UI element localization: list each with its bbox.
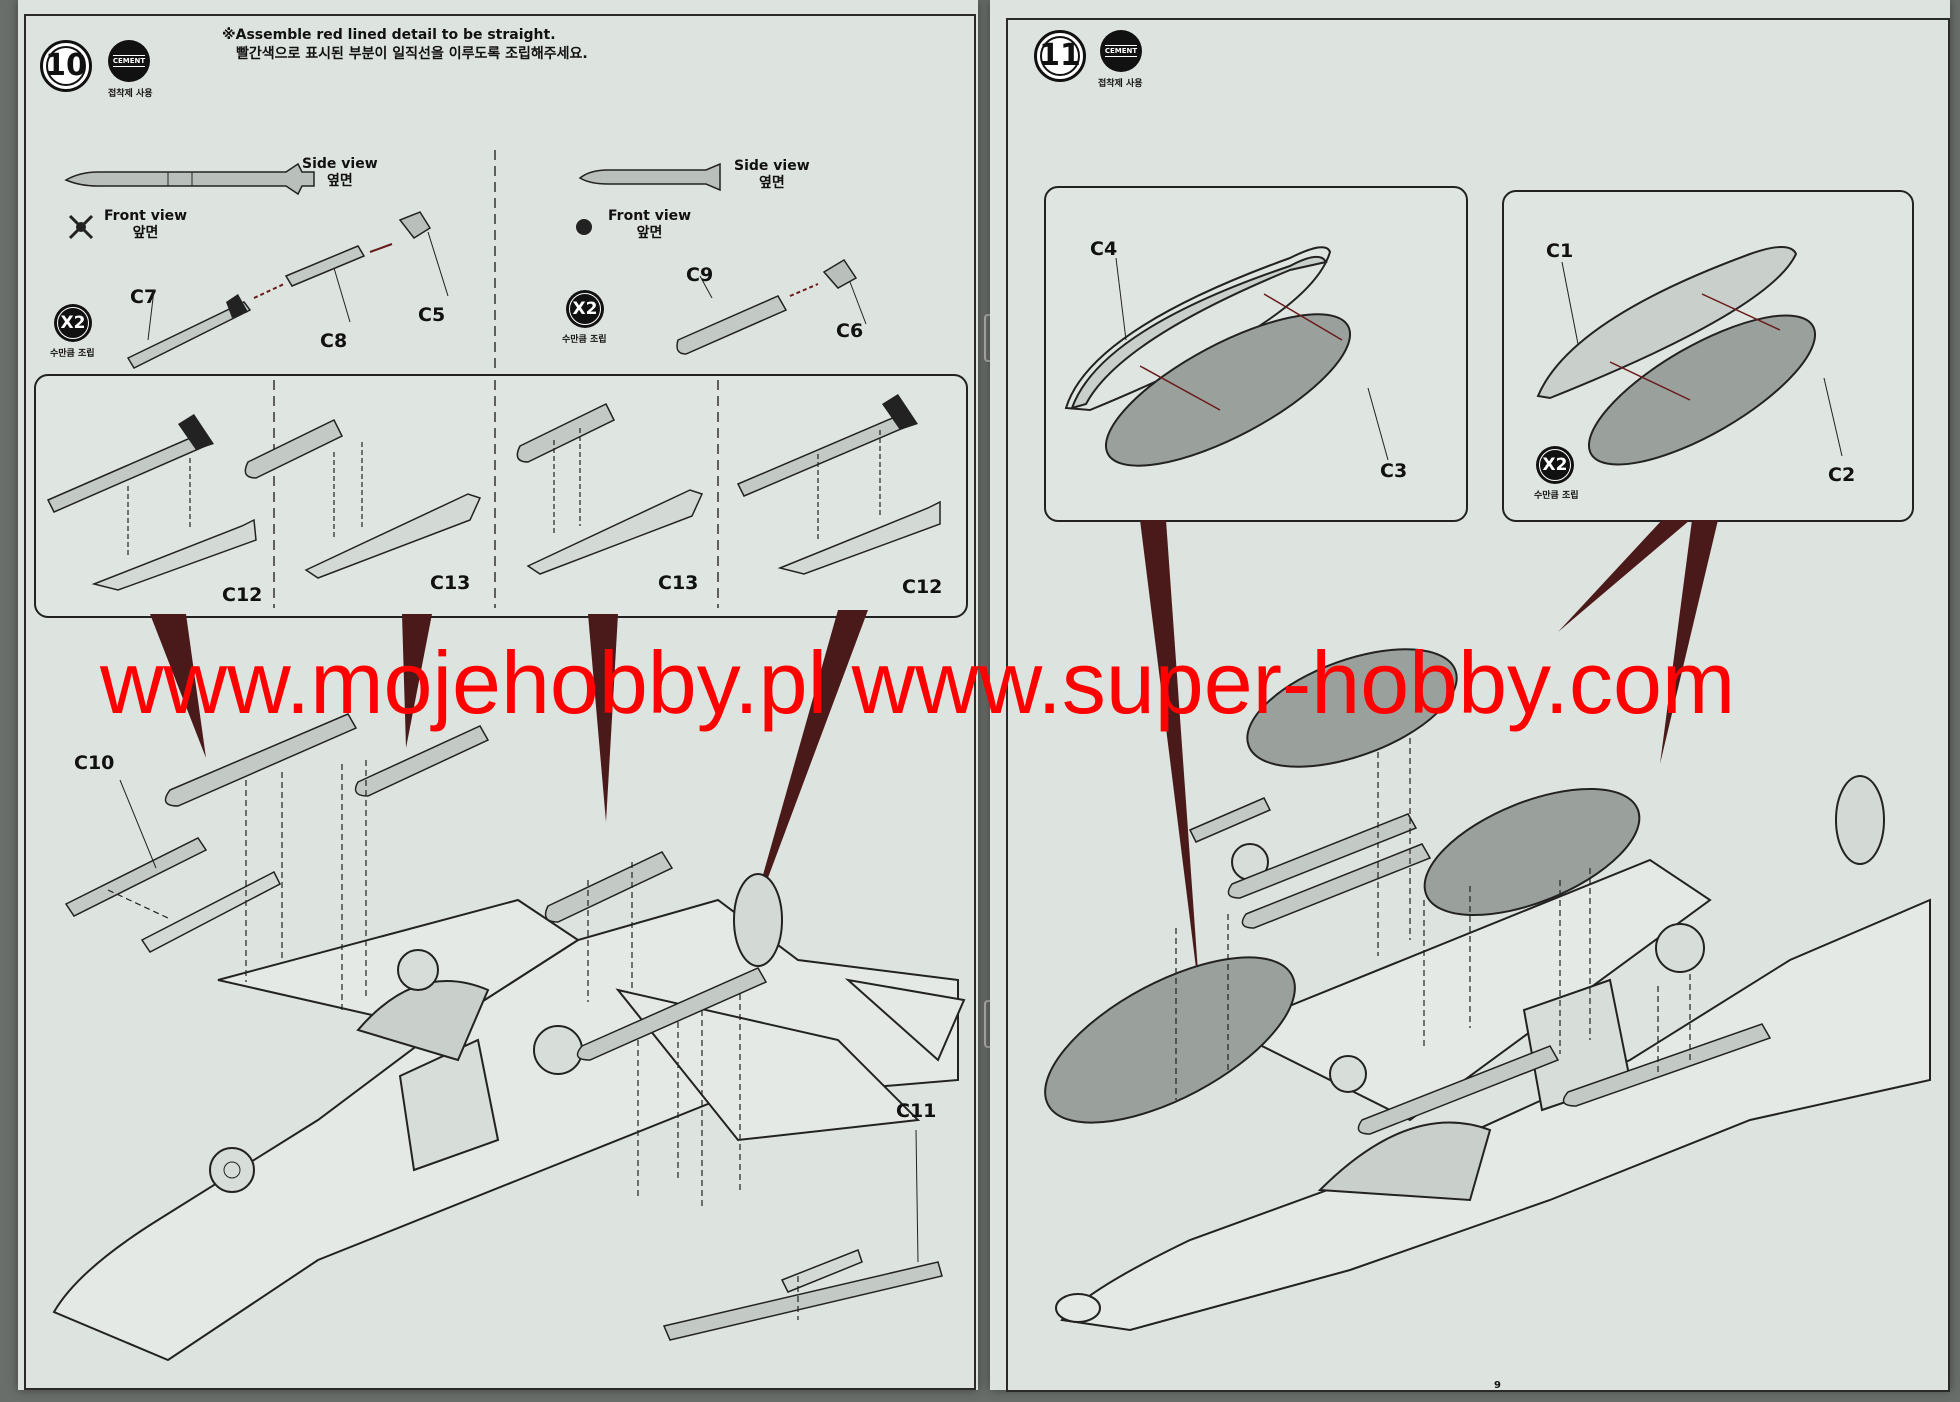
cement-icon: CEMENT [108, 40, 150, 82]
left-page-frame [24, 14, 976, 1390]
part-label-c2: C2 [1828, 464, 1856, 486]
x2-badge-right: X2 [1536, 446, 1574, 484]
assembly-note: ※Assemble red lined detail to be straigh… [222, 26, 588, 64]
assembly-note-en: ※Assemble red lined detail to be straigh… [222, 27, 556, 43]
aircraft-drawing-right [1044, 520, 1931, 1332]
top-diagram [64, 150, 867, 370]
assembly-note-ko: 빨간색으로 표시된 부분이 일직선을 이루도록 조립해주세요. [236, 46, 588, 62]
cement-label: 접착제 사용 [108, 89, 153, 99]
x2-label-right: 수만큼 조립 [1534, 491, 1579, 501]
part-label-c1: C1 [1546, 240, 1574, 262]
cement-icon-right: CEMENT [1100, 30, 1142, 72]
part-label-c13-a: C13 [430, 572, 471, 594]
x2-badge-1: X2 [54, 304, 92, 342]
pylon-inset [34, 374, 968, 618]
x2-label-2: 수만큼 조립 [562, 335, 607, 345]
part-label-c12-b: C12 [902, 576, 943, 598]
part-label-c5: C5 [418, 304, 446, 326]
right-page: 11 CEMENT 접착제 사용 C4 C3 C1 C2 X2 수만큼 조립 [990, 0, 1950, 1392]
part-label-c9: C9 [686, 264, 714, 286]
part-label-c10: C10 [74, 752, 115, 774]
part-label-c13-b: C13 [658, 572, 699, 594]
step-number-11: 11 [1034, 30, 1086, 82]
page-number: 9 [1494, 1380, 1501, 1391]
x2-badge-2: X2 [566, 290, 604, 328]
right-page-frame [1006, 18, 1950, 1392]
cement-label-right: 접착제 사용 [1098, 79, 1143, 89]
part-label-c12-a: C12 [222, 584, 263, 606]
pylon-inset-drawing [46, 380, 941, 608]
step-number-10: 10 [40, 40, 92, 92]
x2-label-1: 수만큼 조립 [50, 349, 95, 359]
aircraft-drawing-left [52, 610, 966, 1362]
part-label-c8: C8 [320, 330, 348, 352]
pod-insets-drawing [1064, 246, 1843, 467]
watermark-text: www.mojehobby.pl www.super-hobby.com [100, 633, 1736, 732]
part-label-c3: C3 [1380, 460, 1408, 482]
part-label-c4: C4 [1090, 238, 1118, 260]
part-label-c11: C11 [896, 1100, 937, 1122]
part-label-c6: C6 [836, 320, 864, 342]
left-page: 10 CEMENT 접착제 사용 ※Assemble red lined det… [18, 0, 978, 1390]
part-label-c7: C7 [130, 286, 158, 308]
